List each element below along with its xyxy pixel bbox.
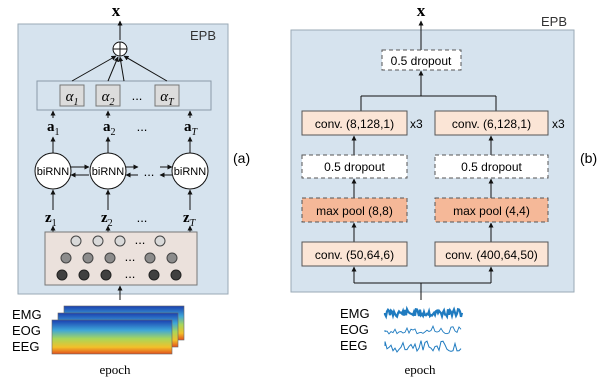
alpha-2-box (95, 84, 121, 107)
attn-line-2 (107, 56, 119, 82)
left-dropout-label: 0.5 dropout (324, 160, 385, 174)
attn-line-4 (123, 55, 168, 82)
epoch-label-a: epoch (99, 362, 131, 377)
z-T-label: zT (183, 210, 197, 229)
panel-b: EPB x 0.5 dropout conv. (8,128,1) x3 0.5… (290, 1, 597, 377)
right-repeat-label: x3 (552, 117, 565, 131)
raw-signals (383, 305, 464, 353)
alpha-T-box (154, 84, 180, 107)
right-conv-bottom-label: conv. (400,64,50) (445, 248, 538, 262)
output-x-b: x (417, 1, 426, 20)
encoder-neurons (56, 235, 182, 281)
panel-a: EPB x α1 α2 ... αT a1 a2 ... aT (12, 1, 250, 377)
birnn-node-T (171, 152, 209, 190)
left-conv-bottom-box (301, 241, 408, 267)
left-pool-label: max pool (8,8) (316, 204, 393, 218)
spectrogram-stack (51, 305, 185, 355)
alpha-ellipsis: ... (132, 88, 143, 103)
right-dropout-box (434, 154, 549, 179)
signal-emg (383, 305, 464, 320)
top-dropout-box (381, 49, 462, 71)
a-1-label: a1 (47, 119, 60, 138)
a-2-label: a2 (103, 119, 116, 138)
right-conv-top-label: conv. (6,128,1) (452, 117, 531, 131)
left-pool-box (301, 197, 408, 223)
birnn-node-1 (34, 152, 72, 190)
enc-ellipsis-1: ... (135, 232, 146, 247)
alpha-2-label: α2 (102, 89, 115, 108)
right-dropout-label: 0.5 dropout (461, 160, 522, 174)
alpha-T-label: αT (160, 89, 175, 108)
left-conv-bottom-label: conv. (50,64,6) (315, 248, 394, 262)
alpha-1-label: α1 (66, 89, 79, 108)
a-T-label: aT (184, 119, 199, 138)
z-1-label: z1 (45, 210, 57, 229)
enc-ellipsis-2: ... (125, 249, 136, 264)
birnn-label-2: biRNN (92, 166, 124, 178)
panel-tag-b: (b) (580, 150, 597, 166)
attn-line-1 (71, 55, 117, 82)
epoch-label-b: epoch (404, 362, 436, 377)
birnn-label-1: biRNN (37, 166, 69, 178)
panel-tag-a: (a) (233, 150, 250, 166)
rnn-ellipsis: ... (144, 164, 155, 179)
channel-eeg-b: EEG (340, 338, 367, 353)
right-pool-label: max pool (4,4) (453, 204, 530, 218)
signal-eeg (384, 340, 462, 353)
sum-node-icon (112, 41, 128, 57)
alpha-1-box (59, 84, 85, 107)
enc-ellipsis-3: ... (125, 266, 136, 281)
right-conv-top-box (434, 110, 549, 136)
left-conv-top-box (301, 110, 408, 136)
epb-label-a: EPB (190, 28, 216, 43)
right-pool-box (434, 197, 549, 223)
left-repeat-label: x3 (410, 117, 423, 131)
channel-eog-b: EOG (340, 322, 369, 337)
a-ellipsis: ... (137, 119, 148, 134)
left-conv-top-label: conv. (8,128,1) (315, 117, 394, 131)
epb-label-b: EPB (541, 14, 567, 29)
birnn-node-2 (89, 152, 127, 190)
channel-eeg-a: EEG (12, 339, 39, 354)
left-dropout-box (301, 154, 408, 179)
z-2-label: z2 (101, 210, 113, 229)
output-x-a: x (112, 1, 121, 20)
attn-line-3 (118, 56, 125, 82)
channel-emg-a: EMG (12, 307, 42, 322)
right-conv-bottom-box (434, 241, 549, 267)
top-dropout-label: 0.5 dropout (391, 54, 452, 68)
channel-eog-a: EOG (12, 323, 41, 338)
z-ellipsis: ... (137, 210, 148, 225)
channel-emg-b: EMG (340, 306, 370, 321)
birnn-label-T: biRNN (174, 166, 206, 178)
signal-eog (384, 325, 462, 335)
